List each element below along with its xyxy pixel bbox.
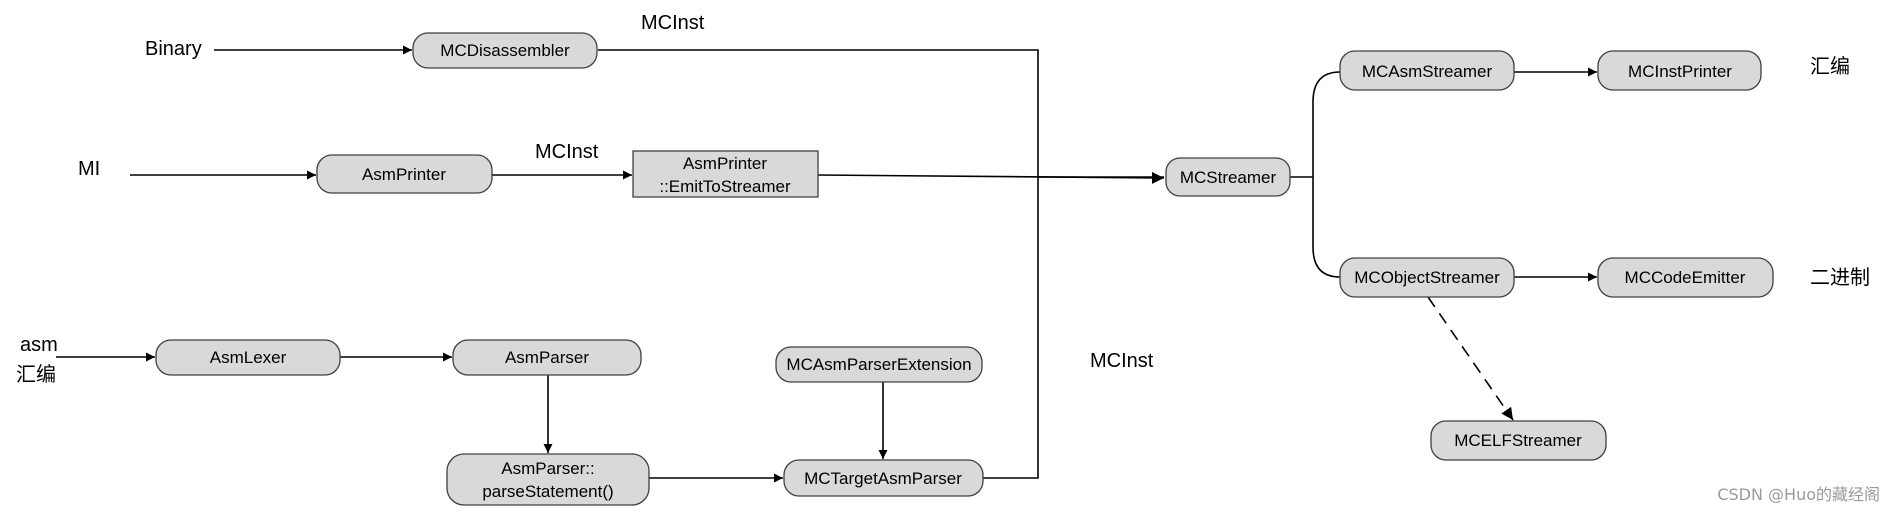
node-asm-lexer: AsmLexer (155, 339, 341, 376)
node-asm-parser: AsmParser (452, 339, 642, 376)
input-label-mi: MI (78, 158, 100, 180)
node-label: AsmLexer (210, 348, 287, 367)
node-mc-asm-parser-extension: MCAsmParserExtension (775, 346, 983, 383)
connectors (56, 45, 1597, 483)
input-label-asm: asm (20, 334, 58, 356)
node-label: MCAsmParserExtension (786, 355, 971, 374)
node-mc-object-streamer: MCObjectStreamer (1339, 257, 1515, 298)
edge-objectstreamer-to-elfstreamer (1427, 296, 1514, 421)
edge-split-to-objectstreamer (1312, 177, 1341, 278)
edge-label-mcinst-top: MCInst (641, 12, 705, 34)
node-label: MCDisassembler (440, 41, 570, 60)
node-label: MCStreamer (1180, 168, 1277, 187)
node-asm-printer-emit-to-streamer: AsmPrinter ::EmitToStreamer (632, 150, 819, 198)
input-label-binary: Binary (145, 38, 202, 60)
node-asm-printer: AsmPrinter (316, 154, 493, 194)
node-label: MCTargetAsmParser (804, 469, 962, 488)
node-mc-asm-streamer: MCAsmStreamer (1339, 50, 1515, 91)
node-label: MCInstPrinter (1628, 62, 1732, 81)
node-asm-parser-parse-statement: AsmParser:: parseStatement() (446, 453, 650, 506)
node-label-line2: parseStatement() (482, 482, 613, 501)
output-label-binary: 二进制 (1810, 266, 1870, 289)
output-label-assembly: 汇编 (1810, 55, 1850, 78)
node-label: MCObjectStreamer (1354, 268, 1500, 287)
node-label-line1: AsmParser:: (501, 459, 595, 478)
node-label: MCCodeEmitter (1625, 268, 1746, 287)
node-label: AsmPrinter (362, 165, 446, 184)
node-mc-inst-printer: MCInstPrinter (1597, 50, 1762, 91)
node-mc-streamer: MCStreamer (1165, 157, 1291, 197)
node-label: MCELFStreamer (1454, 431, 1582, 450)
edge-label-mcinst-middle: MCInst (535, 141, 599, 163)
node-mc-code-emitter: MCCodeEmitter (1597, 257, 1774, 298)
edge-split-to-asmstreamer (1312, 71, 1341, 177)
node-label: MCAsmStreamer (1362, 62, 1493, 81)
watermark-text: CSDN @Huo的藏经阁 (1717, 485, 1880, 504)
input-label-asm-assembly: 汇编 (16, 363, 56, 386)
node-mc-elf-streamer: MCELFStreamer (1430, 420, 1607, 461)
edge-disassembler-to-bus (598, 49, 1039, 479)
node-label: AsmParser (505, 348, 589, 367)
node-label-line2: ::EmitToStreamer (659, 177, 791, 196)
node-mc-target-asm-parser: MCTargetAsmParser (783, 459, 984, 497)
node-mc-disassembler: MCDisassembler (412, 32, 598, 69)
edge-label-mcinst-lower: MCInst (1090, 350, 1154, 372)
node-label-line1: AsmPrinter (683, 154, 767, 173)
